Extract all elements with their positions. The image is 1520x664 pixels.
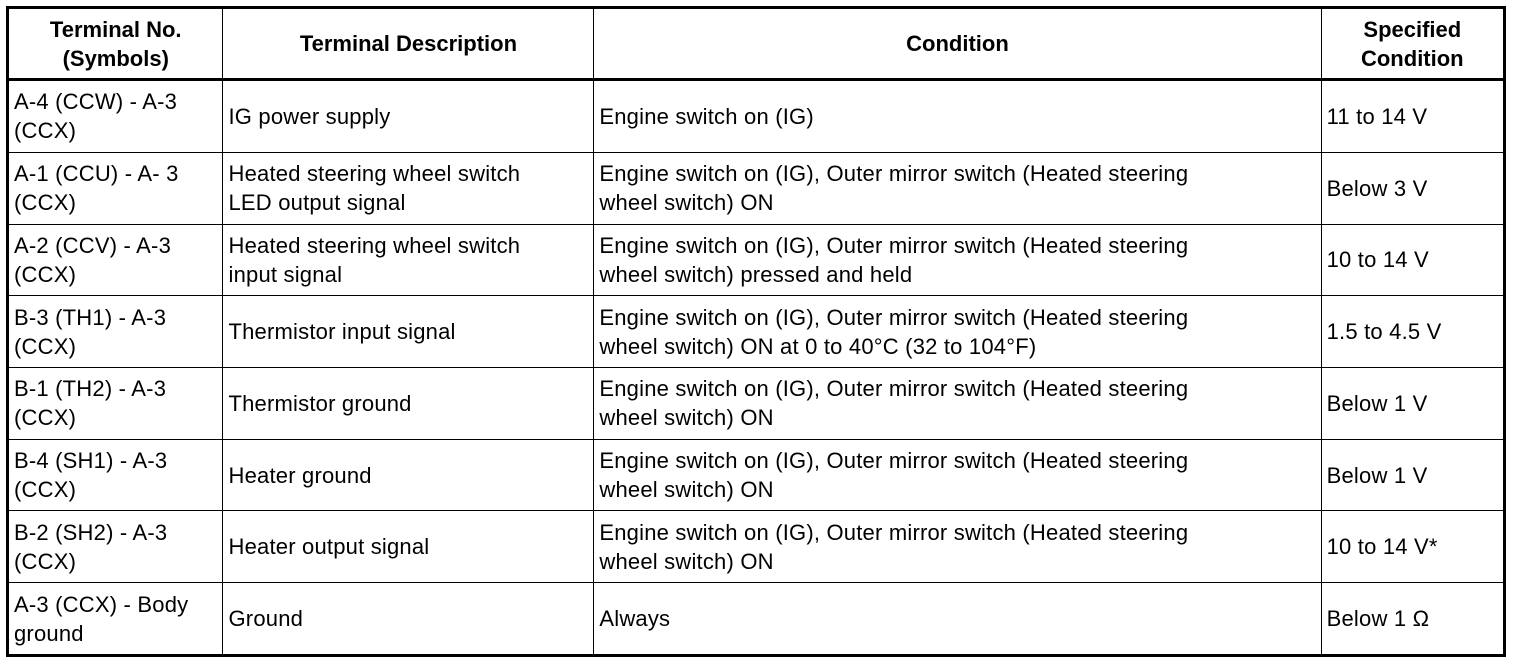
header-condition: Condition (593, 7, 1322, 81)
cell-terminal: B-1 (TH2) - A-3(CCX) (6, 366, 224, 440)
table-row: A-4 (CCW) - A-3(CCX) IG power supply Eng… (6, 79, 1506, 153)
cell-terminal: A-4 (CCW) - A-3(CCX) (6, 79, 224, 153)
cell-condition: Engine switch on (IG), Outer mirror swit… (593, 223, 1322, 297)
cell-specified: 10 to 14 V (1320, 223, 1506, 297)
table-row: A-2 (CCV) - A-3(CCX) Heated steering whe… (6, 223, 1506, 297)
cell-condition: Engine switch on (IG), Outer mirror swit… (593, 510, 1322, 584)
cell-terminal: B-3 (TH1) - A-3(CCX) (6, 295, 224, 368)
cell-terminal: A-1 (CCU) - A- 3(CCX) (6, 151, 224, 225)
cell-condition: Engine switch on (IG), Outer mirror swit… (593, 151, 1322, 225)
cell-terminal: B-4 (SH1) - A-3(CCX) (6, 438, 224, 512)
cell-specified: Below 1 V (1320, 366, 1506, 440)
header-terminal-description: Terminal Description (222, 7, 595, 81)
header-row: Terminal No.(Symbols) Terminal Descripti… (6, 7, 1506, 81)
cell-condition: Engine switch on (IG), Outer mirror swit… (593, 438, 1322, 512)
table-row: B-3 (TH1) - A-3(CCX) Thermistor input si… (6, 295, 1506, 368)
cell-terminal: B-2 (SH2) - A-3(CCX) (6, 510, 224, 584)
cell-description: Ground (222, 582, 595, 656)
table-body: A-4 (CCW) - A-3(CCX) IG power supply Eng… (6, 79, 1506, 656)
cell-specified: 11 to 14 V (1320, 79, 1506, 153)
cell-specified: Below 1 Ω (1320, 582, 1506, 656)
cell-condition: Always (593, 582, 1322, 656)
cell-specified: Below 1 V (1320, 438, 1506, 512)
table-row: B-4 (SH1) - A-3(CCX) Heater ground Engin… (6, 438, 1506, 512)
cell-terminal: A-2 (CCV) - A-3(CCX) (6, 223, 224, 297)
header-terminal-no: Terminal No.(Symbols) (6, 7, 224, 81)
cell-condition: Engine switch on (IG) (593, 79, 1322, 153)
cell-specified: 1.5 to 4.5 V (1320, 295, 1506, 368)
table-row: B-2 (SH2) - A-3(CCX) Heater output signa… (6, 510, 1506, 584)
cell-specified: 10 to 14 V* (1320, 510, 1506, 584)
table-header: Terminal No.(Symbols) Terminal Descripti… (6, 7, 1506, 81)
table-row: A-1 (CCU) - A- 3(CCX) Heated steering wh… (6, 151, 1506, 225)
table-row: B-1 (TH2) - A-3(CCX) Thermistor ground E… (6, 366, 1506, 440)
cell-condition: Engine switch on (IG), Outer mirror swit… (593, 295, 1322, 368)
cell-description: Thermistor input signal (222, 295, 595, 368)
cell-description: Heater ground (222, 438, 595, 512)
cell-description: Heater output signal (222, 510, 595, 584)
cell-specified: Below 3 V (1320, 151, 1506, 225)
terminal-spec-table: Terminal No.(Symbols) Terminal Descripti… (6, 6, 1506, 657)
cell-description: Thermistor ground (222, 366, 595, 440)
cell-description: IG power supply (222, 79, 595, 153)
cell-condition: Engine switch on (IG), Outer mirror swit… (593, 366, 1322, 440)
